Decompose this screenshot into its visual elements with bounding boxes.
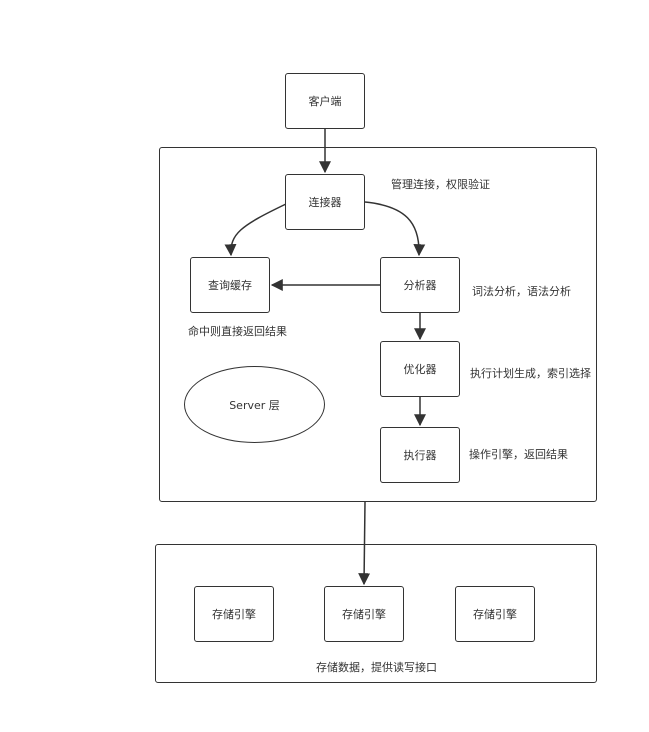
arrow-connector-to-query-cache (224, 203, 287, 257)
server-layer-ellipse: Server 层 (184, 366, 325, 443)
executor-note: 操作引擎，返回结果 (469, 448, 568, 461)
storage-engine-node-1: 存储引擎 (194, 586, 274, 642)
analyzer-node: 分析器 (380, 257, 460, 313)
analyzer-note: 词法分析，语法分析 (472, 285, 571, 298)
server-layer-frame (159, 147, 597, 502)
storage-engine-node-3: 存储引擎 (455, 586, 535, 642)
optimizer-node: 优化器 (380, 341, 460, 397)
connector-note: 管理连接，权限验证 (391, 178, 490, 191)
arrow-connector-to-analyzer (364, 201, 426, 257)
connector-node: 连接器 (285, 174, 365, 230)
storage-engine-node-2: 存储引擎 (324, 586, 404, 642)
optimizer-note: 执行计划生成，索引选择 (470, 367, 591, 380)
storage-note: 存储数据，提供读写接口 (316, 661, 437, 674)
client-node: 客户端 (285, 73, 365, 129)
arrow-server-to-storage-engine (358, 501, 371, 586)
executor-node: 执行器 (380, 427, 460, 483)
cache-hit-note: 命中则直接返回结果 (188, 325, 287, 338)
query-cache-node: 查询缓存 (190, 257, 270, 313)
